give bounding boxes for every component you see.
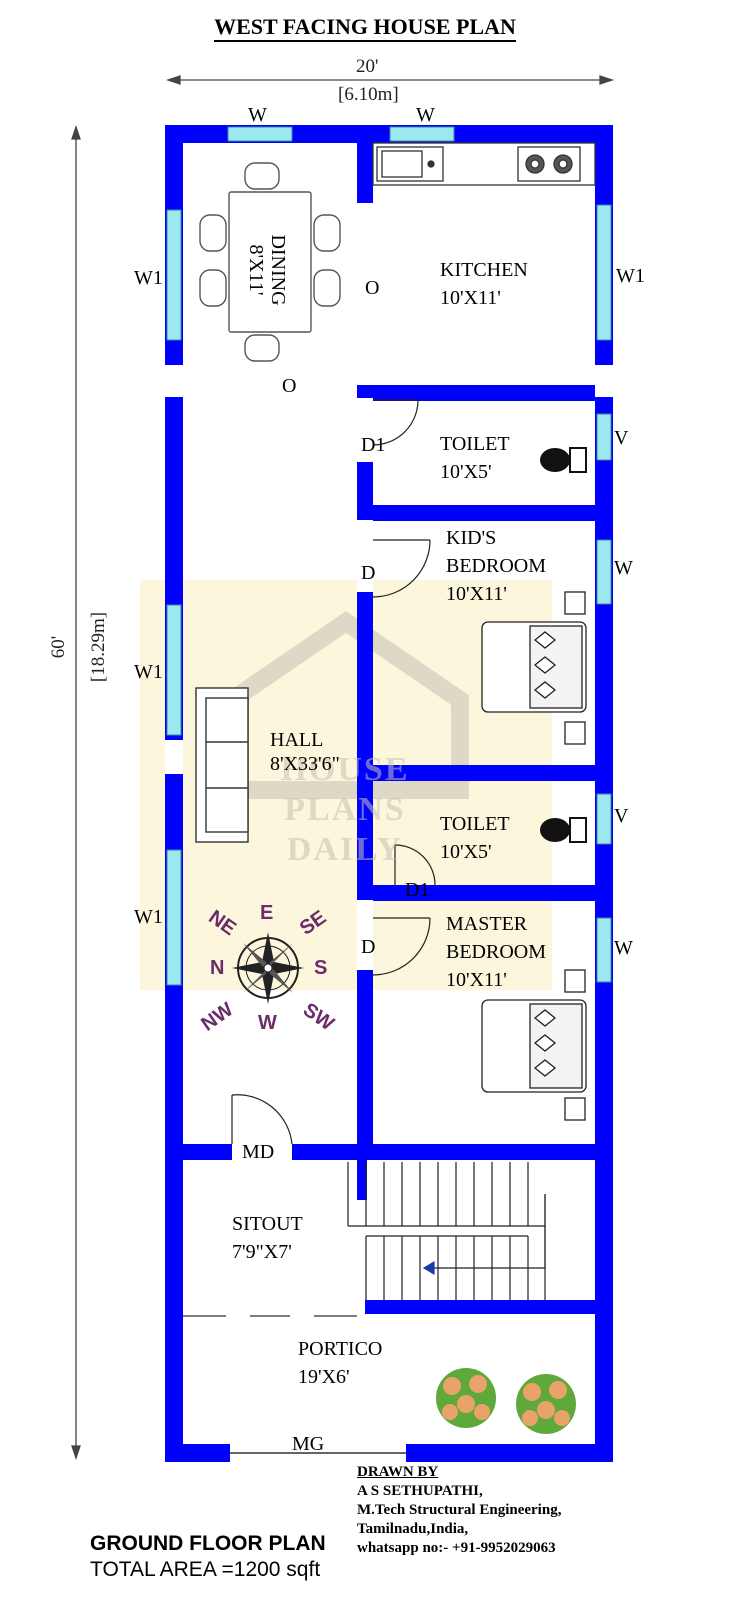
compass-north: N [210, 957, 225, 979]
door-kids-label: D [361, 562, 376, 584]
window-w1-kitchen-label: W1 [616, 265, 645, 287]
plants [436, 1368, 576, 1434]
dining-label: DINING 8'X11' [245, 225, 289, 315]
width-feet-label: 20' [356, 56, 379, 77]
toilet-2-size: 10'X5' [440, 841, 492, 863]
kids-bedroom-size: 10'X11' [446, 583, 507, 605]
window-master-label: W [614, 937, 633, 959]
kitchen-name: KITCHEN [440, 259, 528, 281]
drawn-by-line-3: Tamilnadu,India, [357, 1521, 469, 1537]
drawn-by-line-1: A S SETHUPATHI, [357, 1483, 483, 1499]
opening-kitchen-label: O [365, 277, 380, 299]
window-w1-dining-label: W1 [134, 267, 163, 289]
watermark-line-3: DAILY [286, 831, 404, 868]
toilet-1-size: 10'X5' [440, 461, 492, 483]
master-bedroom-name-2: BEDROOM [446, 941, 547, 963]
ventilator-1-label: V [614, 427, 629, 449]
compass-rose [232, 932, 304, 1004]
door-swings [231, 399, 436, 1145]
plan-title: GROUND FLOOR PLAN [90, 1532, 326, 1555]
toilet-1-name: TOILET [440, 433, 510, 455]
compass-south: S [314, 957, 328, 979]
watermark-text: HOUSE PLANS DAILY [250, 750, 440, 870]
watermark-line-2: PLANS [284, 791, 406, 828]
kids-bedroom-name-1: KID'S [446, 527, 497, 549]
main-door-label: MD [242, 1141, 275, 1163]
dining-table [199, 162, 341, 362]
window-w1-hall-upper-label: W1 [134, 661, 163, 683]
hall-name: HALL [270, 729, 324, 751]
ventilator-2-label: V [614, 805, 629, 827]
width-meters-label: [6.10m] [338, 84, 399, 105]
windows [166, 126, 612, 986]
beds [481, 591, 587, 1121]
window-top-right-label: W [416, 104, 435, 126]
door-master-label: D [361, 936, 376, 958]
opening-dining-label: O [282, 375, 297, 397]
door-toilet-1-label: D1 [361, 434, 386, 456]
window-kids-label: W [614, 557, 633, 579]
watermark-line-1: HOUSE [280, 751, 410, 788]
dining-name: DINING [267, 234, 289, 306]
sitout-size: 7'9"X7' [232, 1241, 292, 1263]
toilet-fixtures [540, 447, 587, 843]
sofa [195, 687, 249, 843]
sitout-name: SITOUT [232, 1213, 303, 1235]
kitchen-counter [372, 142, 596, 186]
page-title-text: WEST FACING HOUSE PLAN [214, 14, 516, 42]
master-bedroom-name-1: MASTER [446, 913, 528, 935]
drawn-by-label: DRAWN BY [357, 1464, 439, 1480]
master-bedroom-size: 10'X11' [446, 969, 507, 991]
kitchen-size: 10'X11' [440, 287, 501, 309]
staircase [347, 1162, 546, 1300]
kids-bedroom-name-2: BEDROOM [446, 555, 547, 577]
window-w1-hall-lower-label: W1 [134, 906, 163, 928]
length-meters-label: [18.29m] [88, 611, 109, 683]
dimension-lines [71, 75, 615, 1461]
toilet-2-name: TOILET [440, 813, 510, 835]
compass-west: W [258, 1012, 277, 1034]
drawn-by-line-4: whatsapp no:- +91-9952029063 [357, 1540, 556, 1556]
compass-east: E [260, 902, 274, 924]
portico-size: 19'X6' [298, 1366, 350, 1388]
page-title: WEST FACING HOUSE PLAN [0, 14, 730, 42]
drawn-by-line-2: M.Tech Structural Engineering, [357, 1502, 562, 1518]
portico-name: PORTICO [298, 1338, 383, 1360]
total-area: TOTAL AREA =1200 sqft [90, 1558, 321, 1581]
hall-size: 8'X33'6" [270, 753, 340, 775]
door-toilet-2-label: D1 [405, 879, 430, 901]
main-gate-label: MG [292, 1433, 325, 1455]
dining-size: 8'X11' [245, 244, 267, 296]
window-top-left-label: W [248, 104, 267, 126]
length-feet-label: 60' [48, 635, 69, 659]
